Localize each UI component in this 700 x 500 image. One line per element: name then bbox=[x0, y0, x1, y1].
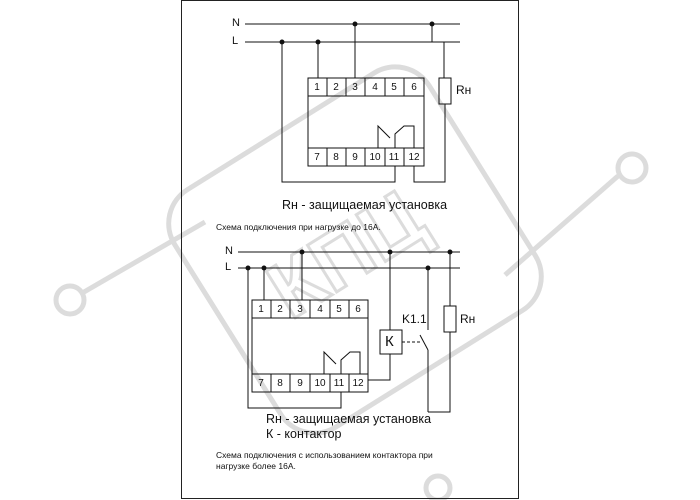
page-frame bbox=[181, 0, 519, 499]
terminal-label: 12 bbox=[352, 378, 364, 389]
watermark-stroke-2 bbox=[503, 174, 620, 277]
watermark-hole-bottom bbox=[423, 473, 453, 500]
terminal-label: 8 bbox=[333, 152, 339, 163]
terminal-label: 9 bbox=[352, 152, 358, 163]
terminal-label: 11 bbox=[388, 152, 400, 163]
terminal-label: 3 bbox=[352, 82, 358, 93]
terminal-label: 10 bbox=[314, 378, 326, 389]
d2-caption-line-2: нагрузке более 16А. bbox=[216, 461, 296, 471]
diagram-2 bbox=[238, 249, 460, 413]
d1-relay-contact-2 bbox=[394, 125, 415, 148]
watermark-frame bbox=[166, 64, 544, 436]
d1-relay-contact bbox=[377, 124, 391, 148]
terminal-label: 3 bbox=[297, 304, 303, 315]
d2-legend-line-2: К - контактор bbox=[266, 427, 342, 441]
d1-wire-t12 bbox=[413, 166, 424, 183]
terminal-label: 5 bbox=[391, 82, 397, 93]
d2-l-label: L bbox=[225, 261, 232, 273]
terminal-label: 4 bbox=[317, 304, 323, 315]
d2-contactor-coil-label: К bbox=[385, 333, 394, 350]
terminal-label: 2 bbox=[333, 82, 339, 93]
d2-wire-l-return bbox=[247, 268, 342, 409]
watermark-stroke-1 bbox=[82, 219, 207, 295]
terminal-label: 7 bbox=[314, 152, 320, 163]
terminal-label: 6 bbox=[411, 82, 417, 93]
d1-wire-l-t11 bbox=[281, 42, 396, 183]
terminal-label: 1 bbox=[258, 304, 264, 315]
d1-load-label: Rн bbox=[456, 83, 472, 97]
d1-relay-body bbox=[307, 77, 425, 167]
terminal-label: 7 bbox=[258, 378, 264, 389]
terminal-label: 5 bbox=[336, 304, 342, 315]
d2-legend-line-1: Rн - защищаемая установка bbox=[266, 412, 432, 426]
watermark-hole-right bbox=[615, 151, 649, 185]
d1-legend: Rн - защищаемая установка bbox=[282, 198, 448, 212]
d1-l-label: L bbox=[232, 35, 239, 47]
d1-caption: Схема подключения при нагрузке до 16А. bbox=[216, 222, 381, 232]
terminal-label: 4 bbox=[372, 82, 378, 93]
d2-wire-l-t1 bbox=[248, 267, 265, 300]
d1-wire-load-return bbox=[424, 104, 446, 183]
watermark-hole-left bbox=[53, 283, 87, 317]
diagram-1 bbox=[245, 21, 460, 183]
d2-caption-line-1: Схема подключения с использованием конта… bbox=[216, 450, 433, 460]
terminal-label: 9 bbox=[297, 378, 303, 389]
terminal-label: 12 bbox=[408, 152, 420, 163]
d2-contactor-switch-label: K1.1 bbox=[402, 312, 427, 326]
d2-n-label: N bbox=[225, 245, 233, 257]
terminal-label: 8 bbox=[277, 378, 283, 389]
d2-contactor-switch bbox=[419, 334, 429, 351]
terminal-label: 10 bbox=[369, 152, 381, 163]
terminal-label: 6 bbox=[355, 304, 361, 315]
terminal-label: 2 bbox=[277, 304, 283, 315]
terminal-label: 11 bbox=[333, 378, 345, 389]
terminal-label: 1 bbox=[314, 82, 320, 93]
d1-n-label: N bbox=[232, 17, 240, 29]
d2-load-label: Rн bbox=[460, 312, 476, 326]
